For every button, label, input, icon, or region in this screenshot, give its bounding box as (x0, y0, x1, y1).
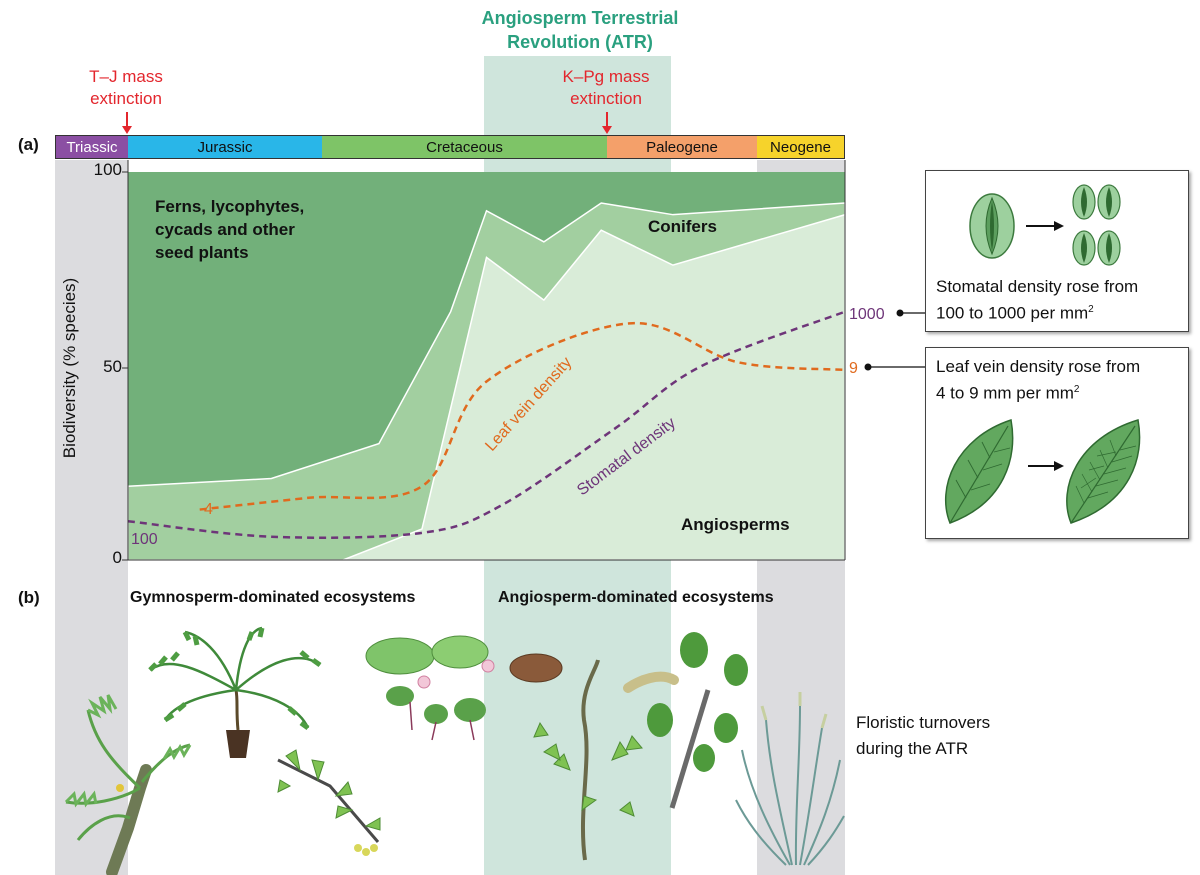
panel-b-label: (b) (18, 588, 40, 607)
y-tick-0: 0 (112, 548, 122, 567)
leaf-vein-start-label: 4 (204, 501, 213, 518)
large-stoma-icon (969, 193, 1015, 259)
tj-extinction-arrow (126, 112, 128, 128)
kpg-extinction-line1: K–Pg mass (562, 67, 650, 86)
plant-illustrations (64, 626, 845, 875)
stomatal-info-box: Stomatal density rose from 100 to 1000 p… (925, 170, 1189, 332)
leaf-vein-density-line (199, 322, 845, 511)
floristic-turnovers-label: Floristic turnovers during the ATR (856, 710, 990, 762)
period-neogene: Neogene (757, 135, 845, 159)
atr-title-line1: Angiosperm Terrestrial (481, 8, 679, 28)
sparse-vein-leaf-icon (945, 419, 1014, 524)
stomatal-start-label: 100 (131, 531, 158, 548)
leaf-box-line2-wrap: 4 to 9 mm per mm2 (936, 379, 1079, 405)
tree-fern-icon (148, 626, 322, 758)
period-paleogene: Paleogene (607, 135, 757, 159)
stomatal-density-line (128, 310, 845, 539)
dense-stomata-icon (1072, 184, 1121, 266)
period-cretaceous: Cretaceous (322, 135, 607, 159)
leaf-vein-info-box: Leaf vein density rose from 4 to 9 mm pe… (925, 347, 1189, 539)
angiosperm-ecosystems-label: Angiosperm-dominated ecosystems (498, 589, 774, 606)
stomatal-box-line2-wrap: 100 to 1000 per mm2 (936, 299, 1094, 325)
tj-extinction-line2: extinction (90, 89, 162, 108)
tj-extinction-arrowhead (122, 126, 132, 134)
leaf-box-line1: Leaf vein density rose from (936, 357, 1141, 376)
arrow-right-icon (1026, 221, 1064, 231)
leaf-vein-end-label: 9 (849, 360, 858, 377)
angiosperms-region (342, 213, 845, 560)
kpg-extinction-arrow (606, 112, 608, 128)
flowering-branch-icon (623, 632, 748, 809)
leaf-box-superscript: 2 (1073, 384, 1080, 395)
tj-extinction-label: T–J mass extinction (66, 66, 186, 110)
arrow-right-icon-2 (1028, 461, 1064, 471)
angiosperm-vine-icon (533, 659, 643, 861)
ferns-label-line1: Ferns, lycophytes, (155, 197, 304, 216)
panel-a-label: (a) (18, 135, 39, 154)
atr-title: Angiosperm Terrestrial Revolution (ATR) (440, 6, 720, 54)
period-triassic: Triassic (55, 135, 128, 159)
kpg-extinction-label: K–Pg mass extinction (546, 66, 666, 110)
gymnosperm-ecosystems-label: Gymnosperm-dominated ecosystems (130, 589, 416, 606)
leaf-vein-illustration (945, 419, 1141, 524)
leaf-box-line2: 4 to 9 mm per mm (936, 383, 1074, 403)
stomatal-end-label: 1000 (849, 306, 885, 323)
grass-tuft-icon (735, 692, 845, 866)
kpg-extinction-arrowhead (602, 126, 612, 134)
dense-vein-leaf-icon (1066, 419, 1141, 524)
floristic-line2: during the ATR (856, 739, 969, 758)
kpg-extinction-line2: extinction (570, 89, 642, 108)
conifers-label: Conifers (648, 217, 717, 236)
cycad-plant-icon (64, 694, 192, 875)
water-lily-icon (365, 635, 563, 741)
stomatal-box-line1: Stomatal density rose from (936, 277, 1139, 296)
period-jurassic: Jurassic (128, 135, 322, 159)
y-tick-50: 50 (103, 357, 122, 376)
stomata-illustration (969, 184, 1121, 266)
ginkgo-branch-icon (277, 749, 381, 856)
triassic-background-band (55, 160, 128, 875)
tj-extinction-line1: T–J mass (89, 67, 163, 86)
stomatal-box-superscript: 2 (1088, 304, 1094, 315)
atr-title-line2: Revolution (ATR) (507, 32, 653, 52)
floristic-line1: Floristic turnovers (856, 713, 991, 732)
ferns-label-line3: seed plants (155, 243, 249, 262)
stomatal-box-line2: 100 to 1000 per mm (936, 303, 1089, 323)
y-tick-100: 100 (93, 160, 122, 179)
angiosperms-label: Angiosperms (681, 515, 790, 534)
ferns-label-line2: cycads and other (155, 220, 295, 239)
